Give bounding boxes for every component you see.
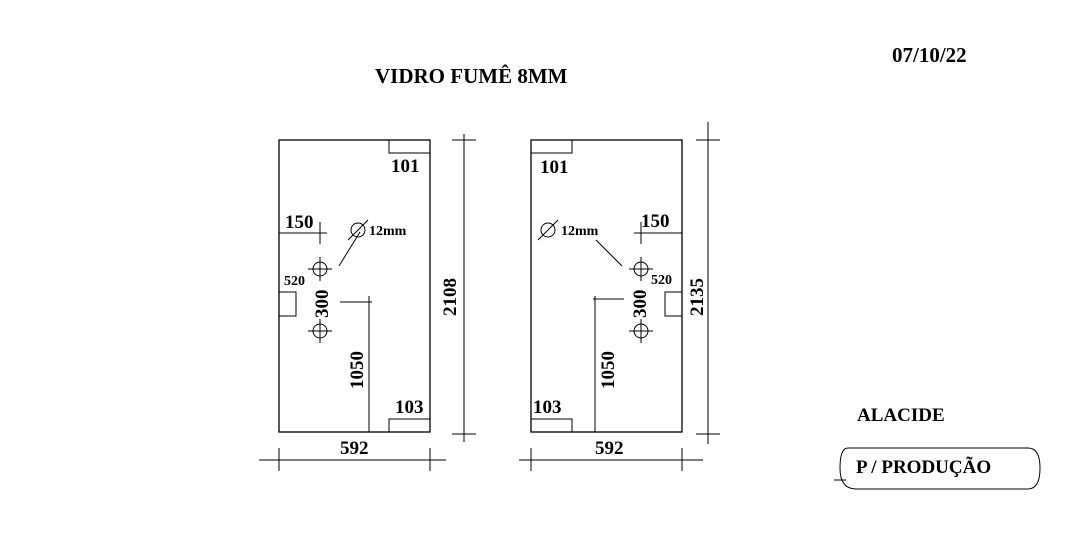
date: 07/10/22	[892, 43, 967, 67]
left-diameter-leader	[338, 231, 361, 267]
title: VIDRO FUMÊ 8MM	[375, 64, 568, 88]
right-diameter-symbol	[540, 222, 556, 238]
right-width-label: 592	[595, 438, 624, 459]
left-side-notch	[278, 291, 297, 317]
right-diameter-leader	[595, 239, 623, 267]
left-top-notch-label: 101	[391, 156, 420, 177]
client-name: ALACIDE	[857, 405, 945, 426]
left-panel: 101 103 520 150 300 12mm 1050 2108	[259, 134, 476, 471]
right-1050-label: 1050	[598, 351, 619, 389]
right-side-notch	[664, 291, 683, 317]
left-top-notch	[388, 139, 431, 154]
left-glass-outline	[278, 139, 431, 433]
left-bottom-notch	[388, 418, 431, 433]
left-diameter-symbol	[350, 222, 366, 238]
left-bottom-notch-label: 103	[395, 397, 424, 418]
left-width-label: 592	[340, 438, 369, 459]
left-300-label: 300	[312, 290, 333, 319]
right-glass-outline	[530, 139, 683, 433]
left-1050-label: 1050	[347, 351, 368, 389]
right-panel: 101 103 520 150 300 12mm 1050 2135	[519, 122, 720, 471]
right-bottom-notch-label: 103	[533, 397, 562, 418]
right-diameter-label: 12mm	[561, 224, 599, 239]
right-150-label: 150	[641, 211, 670, 232]
right-height-label: 2135	[687, 278, 708, 316]
right-300-label: 300	[630, 290, 651, 319]
right-top-notch-label: 101	[540, 157, 569, 178]
left-height-label: 2108	[440, 278, 461, 316]
left-side-notch-label: 520	[284, 274, 305, 289]
production-stamp-label: P / PRODUÇÃO	[856, 456, 991, 478]
left-150-label: 150	[285, 212, 314, 233]
right-top-notch	[530, 139, 573, 154]
right-bottom-notch	[530, 418, 573, 433]
left-diameter-label: 12mm	[369, 224, 407, 239]
right-side-notch-label: 520	[651, 273, 672, 288]
production-stamp-outline	[839, 447, 1041, 490]
